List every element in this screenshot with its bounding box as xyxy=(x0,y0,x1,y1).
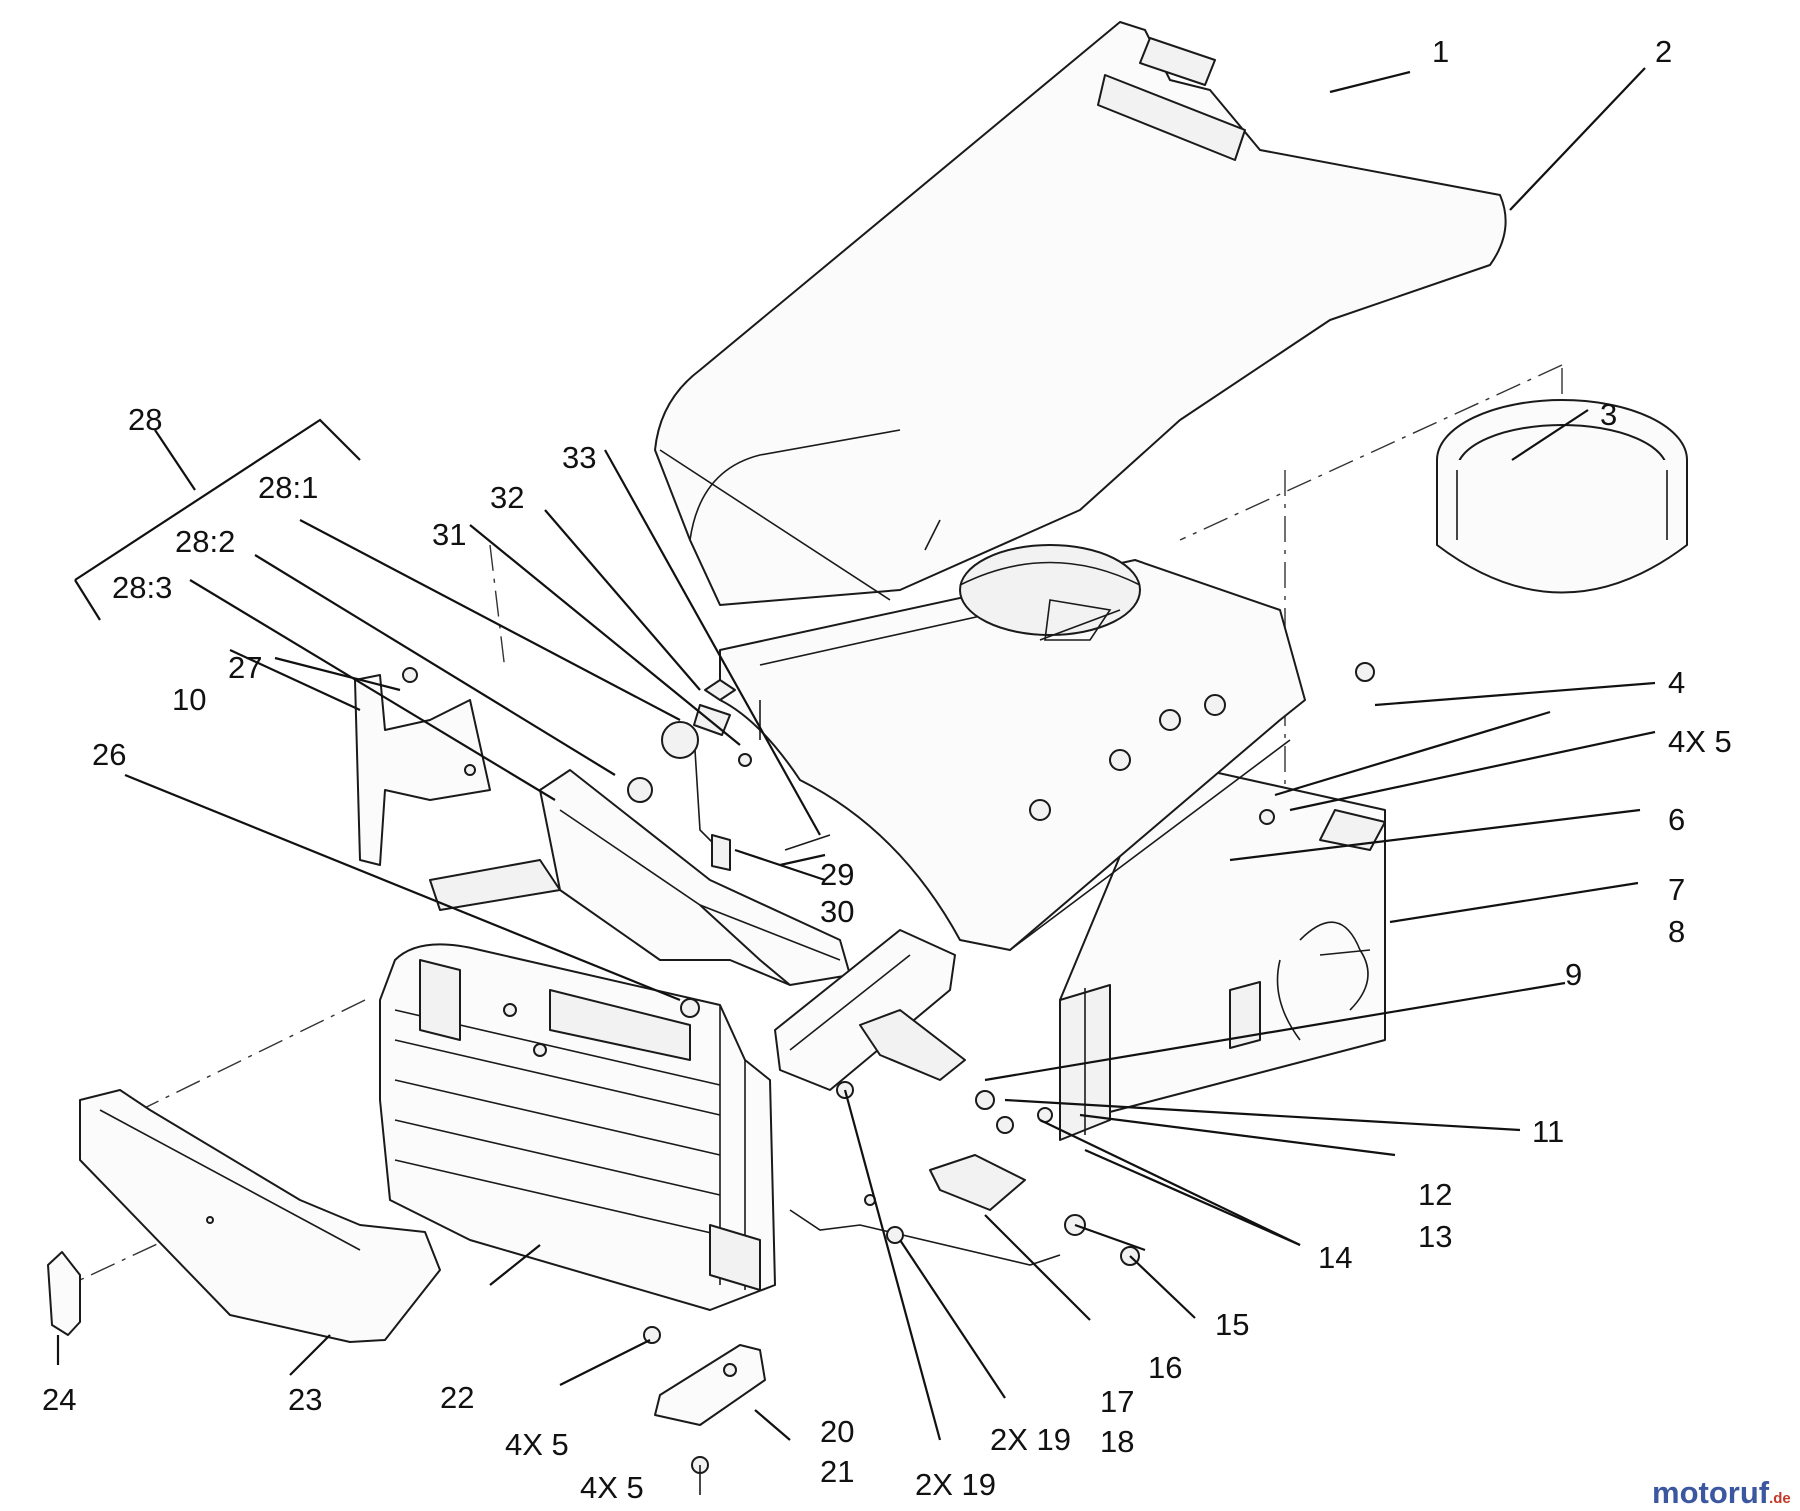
label-11: 11 xyxy=(1532,1114,1564,1149)
label-2x19-a: 2X 19 xyxy=(990,1422,1071,1457)
label-23: 23 xyxy=(288,1382,322,1417)
label-1: 1 xyxy=(1432,34,1449,69)
label-4x5-c: 4X 5 xyxy=(580,1470,644,1505)
label-4x5-a: 4X 5 xyxy=(1668,724,1732,759)
label-3: 3 xyxy=(1600,397,1617,432)
label-22: 22 xyxy=(440,1380,474,1415)
hood-vent xyxy=(1097,74,1246,161)
label-10: 10 xyxy=(172,682,206,717)
leader-lines xyxy=(56,67,1656,1441)
label-27: 27 xyxy=(228,650,262,685)
front-bracket xyxy=(774,929,1053,1244)
label-20: 20 xyxy=(820,1414,854,1449)
label-28: 28 xyxy=(128,402,162,437)
grille xyxy=(379,943,776,1311)
label-21: 21 xyxy=(820,1454,854,1489)
watermark-suffix: .de xyxy=(1769,1490,1791,1507)
label-24: 24 xyxy=(42,1382,76,1417)
label-29: 29 xyxy=(820,857,854,892)
watermark-brand: motoruf xyxy=(1652,1475,1770,1510)
label-28-3: 28:3 xyxy=(112,570,172,605)
label-16: 16 xyxy=(1148,1350,1182,1385)
label-4: 4 xyxy=(1668,665,1685,700)
label-12: 12 xyxy=(1418,1177,1452,1212)
label-6: 6 xyxy=(1668,802,1685,837)
hood-latch-1 xyxy=(1139,37,1216,86)
label-17: 17 xyxy=(1100,1384,1134,1419)
label-13: 13 xyxy=(1418,1219,1452,1254)
label-14: 14 xyxy=(1318,1240,1352,1275)
hood xyxy=(654,21,1507,606)
svg-text:motoruf.de: motoruf.de xyxy=(1652,1475,1791,1510)
label-7: 7 xyxy=(1668,872,1685,907)
bracket-10 xyxy=(354,667,491,866)
emblem xyxy=(47,1251,81,1336)
label-26: 26 xyxy=(92,737,126,772)
label-18: 18 xyxy=(1100,1424,1134,1459)
filter-ring xyxy=(1436,399,1688,594)
label-28-2: 28:2 xyxy=(175,524,235,559)
label-33: 33 xyxy=(562,440,596,475)
bulb-and-wiring xyxy=(627,679,831,871)
label-2: 2 xyxy=(1655,34,1672,69)
label-28-1: 28:1 xyxy=(258,470,318,505)
bumper xyxy=(79,1089,441,1343)
label-32: 32 xyxy=(490,480,524,515)
pad-6 xyxy=(1229,981,1261,1049)
label-15: 15 xyxy=(1215,1307,1249,1342)
bracket-28 xyxy=(74,418,361,621)
plate-17 xyxy=(929,1154,1026,1211)
label-30: 30 xyxy=(820,894,854,929)
dash-panel xyxy=(719,544,1306,951)
label-2x19-b: 2X 19 xyxy=(915,1467,996,1502)
skid-plate xyxy=(654,1344,766,1426)
label-31: 31 xyxy=(432,517,466,552)
headlight-housing xyxy=(429,769,851,986)
label-4x5-b: 4X 5 xyxy=(505,1427,569,1462)
watermark-logo: motoruf.de xyxy=(1652,1475,1791,1510)
label-9: 9 xyxy=(1565,957,1582,992)
label-8: 8 xyxy=(1668,914,1685,949)
callout-labels: 1 2 3 4 4X 5 6 7 8 9 10 11 12 13 14 15 1… xyxy=(42,34,1732,1505)
